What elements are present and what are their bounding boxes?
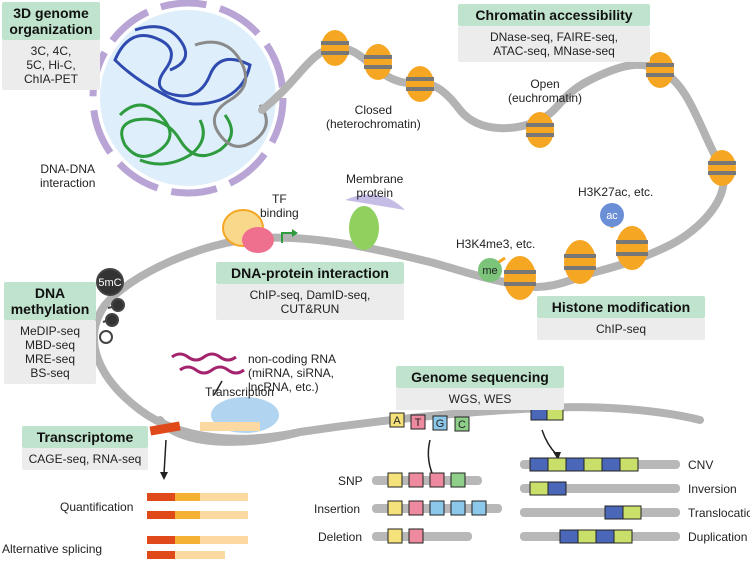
transcriptome-title: Transcriptome [22,426,148,448]
quantification-label: Quantification [60,500,134,514]
histone-modification-methods: ChIP-seq [537,318,705,340]
closed-chromatin-label: Closed(heterochromatin) [326,103,421,131]
chromatin-accessibility-box: Chromatin accessibility DNase-seq, FAIRE… [458,4,650,62]
ac-text: ac [606,210,618,222]
transcription-label: Transcription [205,385,274,399]
5mc-text: 5mC [98,277,121,289]
ncrna-label: non-coding RNA(miRNA, siRNA,lncRNA, etc.… [248,352,337,394]
ac-mark [600,203,624,227]
base-c: C [458,419,466,431]
snp-label: SNP [338,474,363,488]
base-a: A [393,415,401,427]
nucleus [89,0,287,197]
insertion-label: Insertion [314,502,361,516]
genome-sequencing-box: Genome sequencing WGS, WES [396,366,564,410]
transcriptome-methods: CAGE-seq, RNA-seq [22,448,148,470]
chromatin-accessibility-title: Chromatin accessibility [458,4,650,26]
dna-methylation-title: DNA methylation [4,282,96,320]
structural-variant-bars [520,457,680,544]
base-t: T [415,417,422,429]
inversion-label: Inversion [688,482,737,496]
dna-protein-interaction-methods: ChIP-seq, DamID-seq,CUT&RUN [216,284,404,320]
cnv-label: CNV [688,458,714,472]
genome-organization-methods: 3C, 4C,5C, Hi-C,ChIA-PET [2,40,100,90]
transcript-splicing [147,536,248,559]
me-text: me [482,265,497,277]
methylation-sites: 5mC [96,268,125,344]
transcript-quantification [147,493,248,519]
duplication-label: Duplication [688,530,748,544]
base-g: G [436,418,445,430]
ncrna [171,352,245,396]
alternative-splicing-label: Alternative splicing [2,542,103,556]
genome-organization-title: 3D genome organization [2,2,100,40]
nucleosomes [321,30,736,300]
deletion-label: Deletion [318,530,363,544]
open-chromatin-label: Open(euchromatin) [508,77,583,105]
genome-sequencing-methods: WGS, WES [396,388,564,410]
bases: A T G C [389,408,564,432]
proteins [222,194,405,253]
transcriptome-box: Transcriptome CAGE-seq, RNA-seq [22,426,148,470]
histone-modification-box: Histone modification ChIP-seq [537,296,705,340]
variant-bars [372,472,502,544]
dna-protein-interaction-box: DNA-protein interaction ChIP-seq, DamID-… [216,262,404,320]
genome-organization-box: 3D genome organization 3C, 4C,5C, Hi-C,C… [2,2,100,90]
h3k4me3-label: H3K4me3, etc. [456,237,536,251]
histone-marks: me ac [478,203,624,282]
genome-sequencing-title: Genome sequencing [396,366,564,388]
me-mark [478,258,502,282]
dna-protein-interaction-title: DNA-protein interaction [216,262,404,284]
translocation-label: Translocation [688,506,750,520]
h3k27ac-label: H3K27ac, etc. [578,185,654,199]
chromatin-accessibility-methods: DNase-seq, FAIRE-seq,ATAC-seq, MNase-seq [458,26,650,62]
histone-modification-title: Histone modification [537,296,705,318]
